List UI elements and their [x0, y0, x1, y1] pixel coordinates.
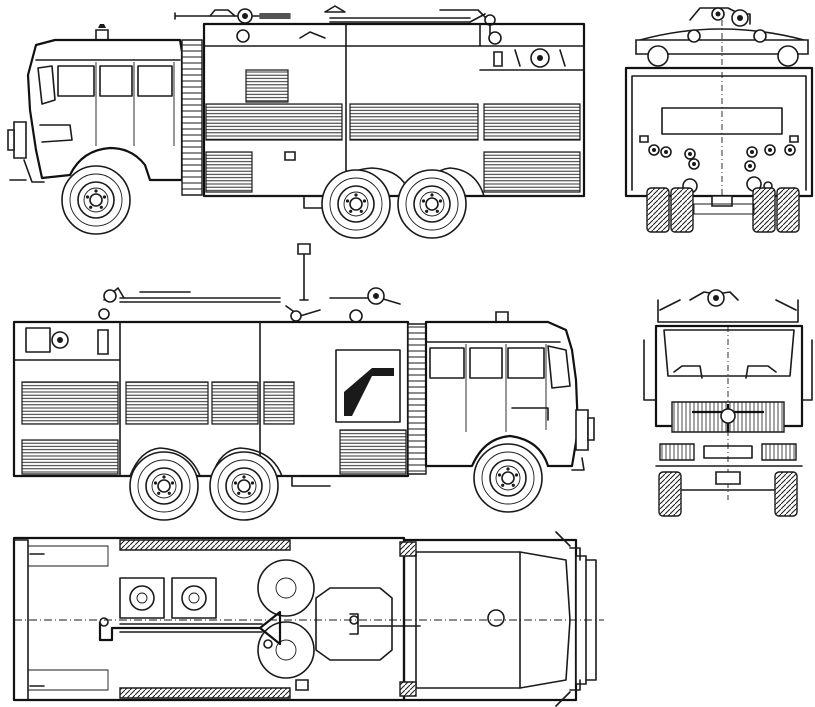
front-view [644, 290, 812, 517]
cab-window-r3 [508, 348, 544, 378]
wheel-rear1-right-view [209, 451, 279, 521]
cab-window-r2 [470, 348, 502, 378]
cab-body [28, 40, 182, 180]
cab-window-1 [58, 66, 94, 96]
roof-monitor-piping [175, 6, 501, 44]
cab-window-r1 [430, 348, 464, 378]
side-ladder-right [408, 324, 426, 474]
wheel-rear1-left-view [321, 169, 391, 239]
cab-window-3 [138, 66, 172, 96]
rear-body [626, 68, 812, 196]
wheel-rear2-right-view [129, 451, 199, 521]
front-tyre-left [658, 471, 682, 517]
side-view-right [14, 244, 594, 521]
beacon-light [96, 30, 108, 40]
front-tyre-right [774, 471, 798, 517]
top-view [14, 532, 604, 706]
side-view-left [8, 6, 584, 239]
rear-tyre-left [646, 187, 670, 233]
rear-view [626, 8, 812, 233]
rear-tyre-right [752, 187, 776, 233]
tank-body [204, 24, 584, 196]
top-monitor-pipe [100, 612, 280, 644]
wheel-rear2-left-view [397, 169, 467, 239]
wheel-front-right-view [473, 443, 543, 513]
headlight-right [762, 444, 796, 460]
side-ladder [182, 40, 202, 195]
beacon-light-right [496, 312, 508, 322]
headlight-left [660, 444, 694, 460]
wheel-front-left-view [61, 165, 131, 235]
cab-window-2 [100, 66, 132, 96]
